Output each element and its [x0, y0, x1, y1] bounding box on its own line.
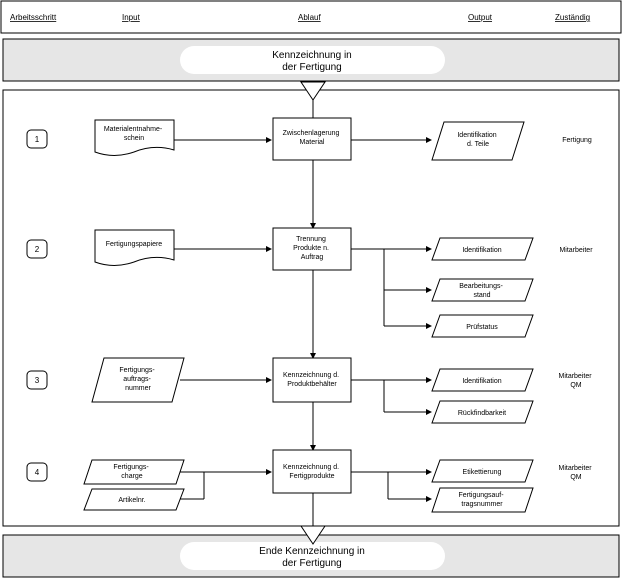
output-data — [431, 459, 534, 483]
input-data — [83, 459, 185, 485]
input-label: Artikelnr. — [118, 497, 145, 504]
start-banner-pill — [180, 46, 445, 74]
input-data — [83, 488, 185, 511]
process-label: Kennzeichnung d. Fertigprodukte — [283, 464, 341, 480]
input-label: Materialentnahme- schein — [104, 126, 164, 142]
step-number: 2 — [35, 245, 40, 254]
end-banner-line1: Ende Kennzeichnung in — [259, 546, 365, 557]
step-number-box — [26, 239, 48, 259]
start-banner-line1: Kennzeichnung in — [272, 50, 352, 61]
process-box — [272, 227, 352, 271]
output-label: Identifikation — [462, 378, 501, 385]
output-data — [431, 278, 534, 302]
input-document — [94, 119, 175, 156]
header-ablauf: Ablauf — [298, 13, 321, 22]
header-bar — [0, 0, 622, 34]
output-data — [431, 400, 534, 424]
responsible-label: Mitarbeiter QM — [558, 373, 593, 389]
end-banner-pill — [180, 542, 445, 570]
step-number-box — [26, 370, 48, 390]
output-label: Etikettierung — [463, 469, 502, 476]
output-label: Identifikation — [462, 247, 501, 254]
responsible-label: Fertigung — [562, 137, 592, 144]
end-connector-triangle — [300, 525, 326, 545]
process-box — [272, 117, 352, 161]
header-output: Output — [468, 13, 493, 22]
input-label: Fertigungs- charge — [113, 464, 150, 480]
process-box — [272, 449, 352, 494]
output-label: Rückfindbarkeit — [458, 410, 506, 417]
output-data — [431, 487, 534, 513]
input-label: Fertigungs- auftrags- nummer — [119, 367, 156, 392]
step-number: 3 — [35, 376, 40, 385]
output-label: Prüfstatus — [466, 324, 498, 331]
output-label: Identifikation d. Teile — [457, 132, 498, 148]
responsible-label: Mitarbeiter — [559, 247, 593, 254]
output-label: Fertigungsauf- tragsnummer — [458, 492, 505, 508]
start-banner-line2: der Fertigung — [282, 62, 341, 73]
input-data — [91, 357, 185, 403]
start-connector-triangle — [300, 81, 326, 101]
step-number: 4 — [35, 468, 40, 477]
output-data — [431, 368, 534, 392]
input-document — [94, 229, 175, 266]
output-data — [431, 121, 525, 161]
step-3: 3 Fertigungs- auftrags- nummer Kennzeich… — [26, 357, 593, 424]
end-banner-line2: der Fertigung — [282, 558, 341, 569]
process-label: Kennzeichnung d. Produktbehälter — [283, 372, 341, 388]
output-data — [431, 314, 534, 338]
input-label: Fertigungspapiere — [106, 241, 163, 248]
output-data — [431, 237, 534, 261]
step-4: 4 Fertigungs- charge Artikelnr. Kennzeic… — [26, 449, 593, 513]
step-number: 1 — [35, 135, 40, 144]
header-zustaendig: Zuständig — [555, 13, 590, 22]
process-label: Zwischenlagerung Material — [283, 130, 342, 146]
step-number-box — [26, 462, 48, 482]
responsible-label: Mitarbeiter QM — [558, 465, 593, 481]
step-2: 2 Fertigungspapiere Trennung Produkte n.… — [26, 227, 593, 338]
header-input: Input — [122, 13, 141, 22]
step-1: 1 Materialentnahme- schein Zwischenlager… — [26, 117, 592, 161]
process-box — [272, 357, 352, 403]
output-label: Bearbeitungs- stand — [459, 283, 505, 299]
step-number-box — [26, 129, 48, 149]
header-arbeitsschritt: Arbeitsschritt — [10, 13, 57, 22]
process-label: Trennung Produkte n. Auftrag — [293, 236, 331, 261]
